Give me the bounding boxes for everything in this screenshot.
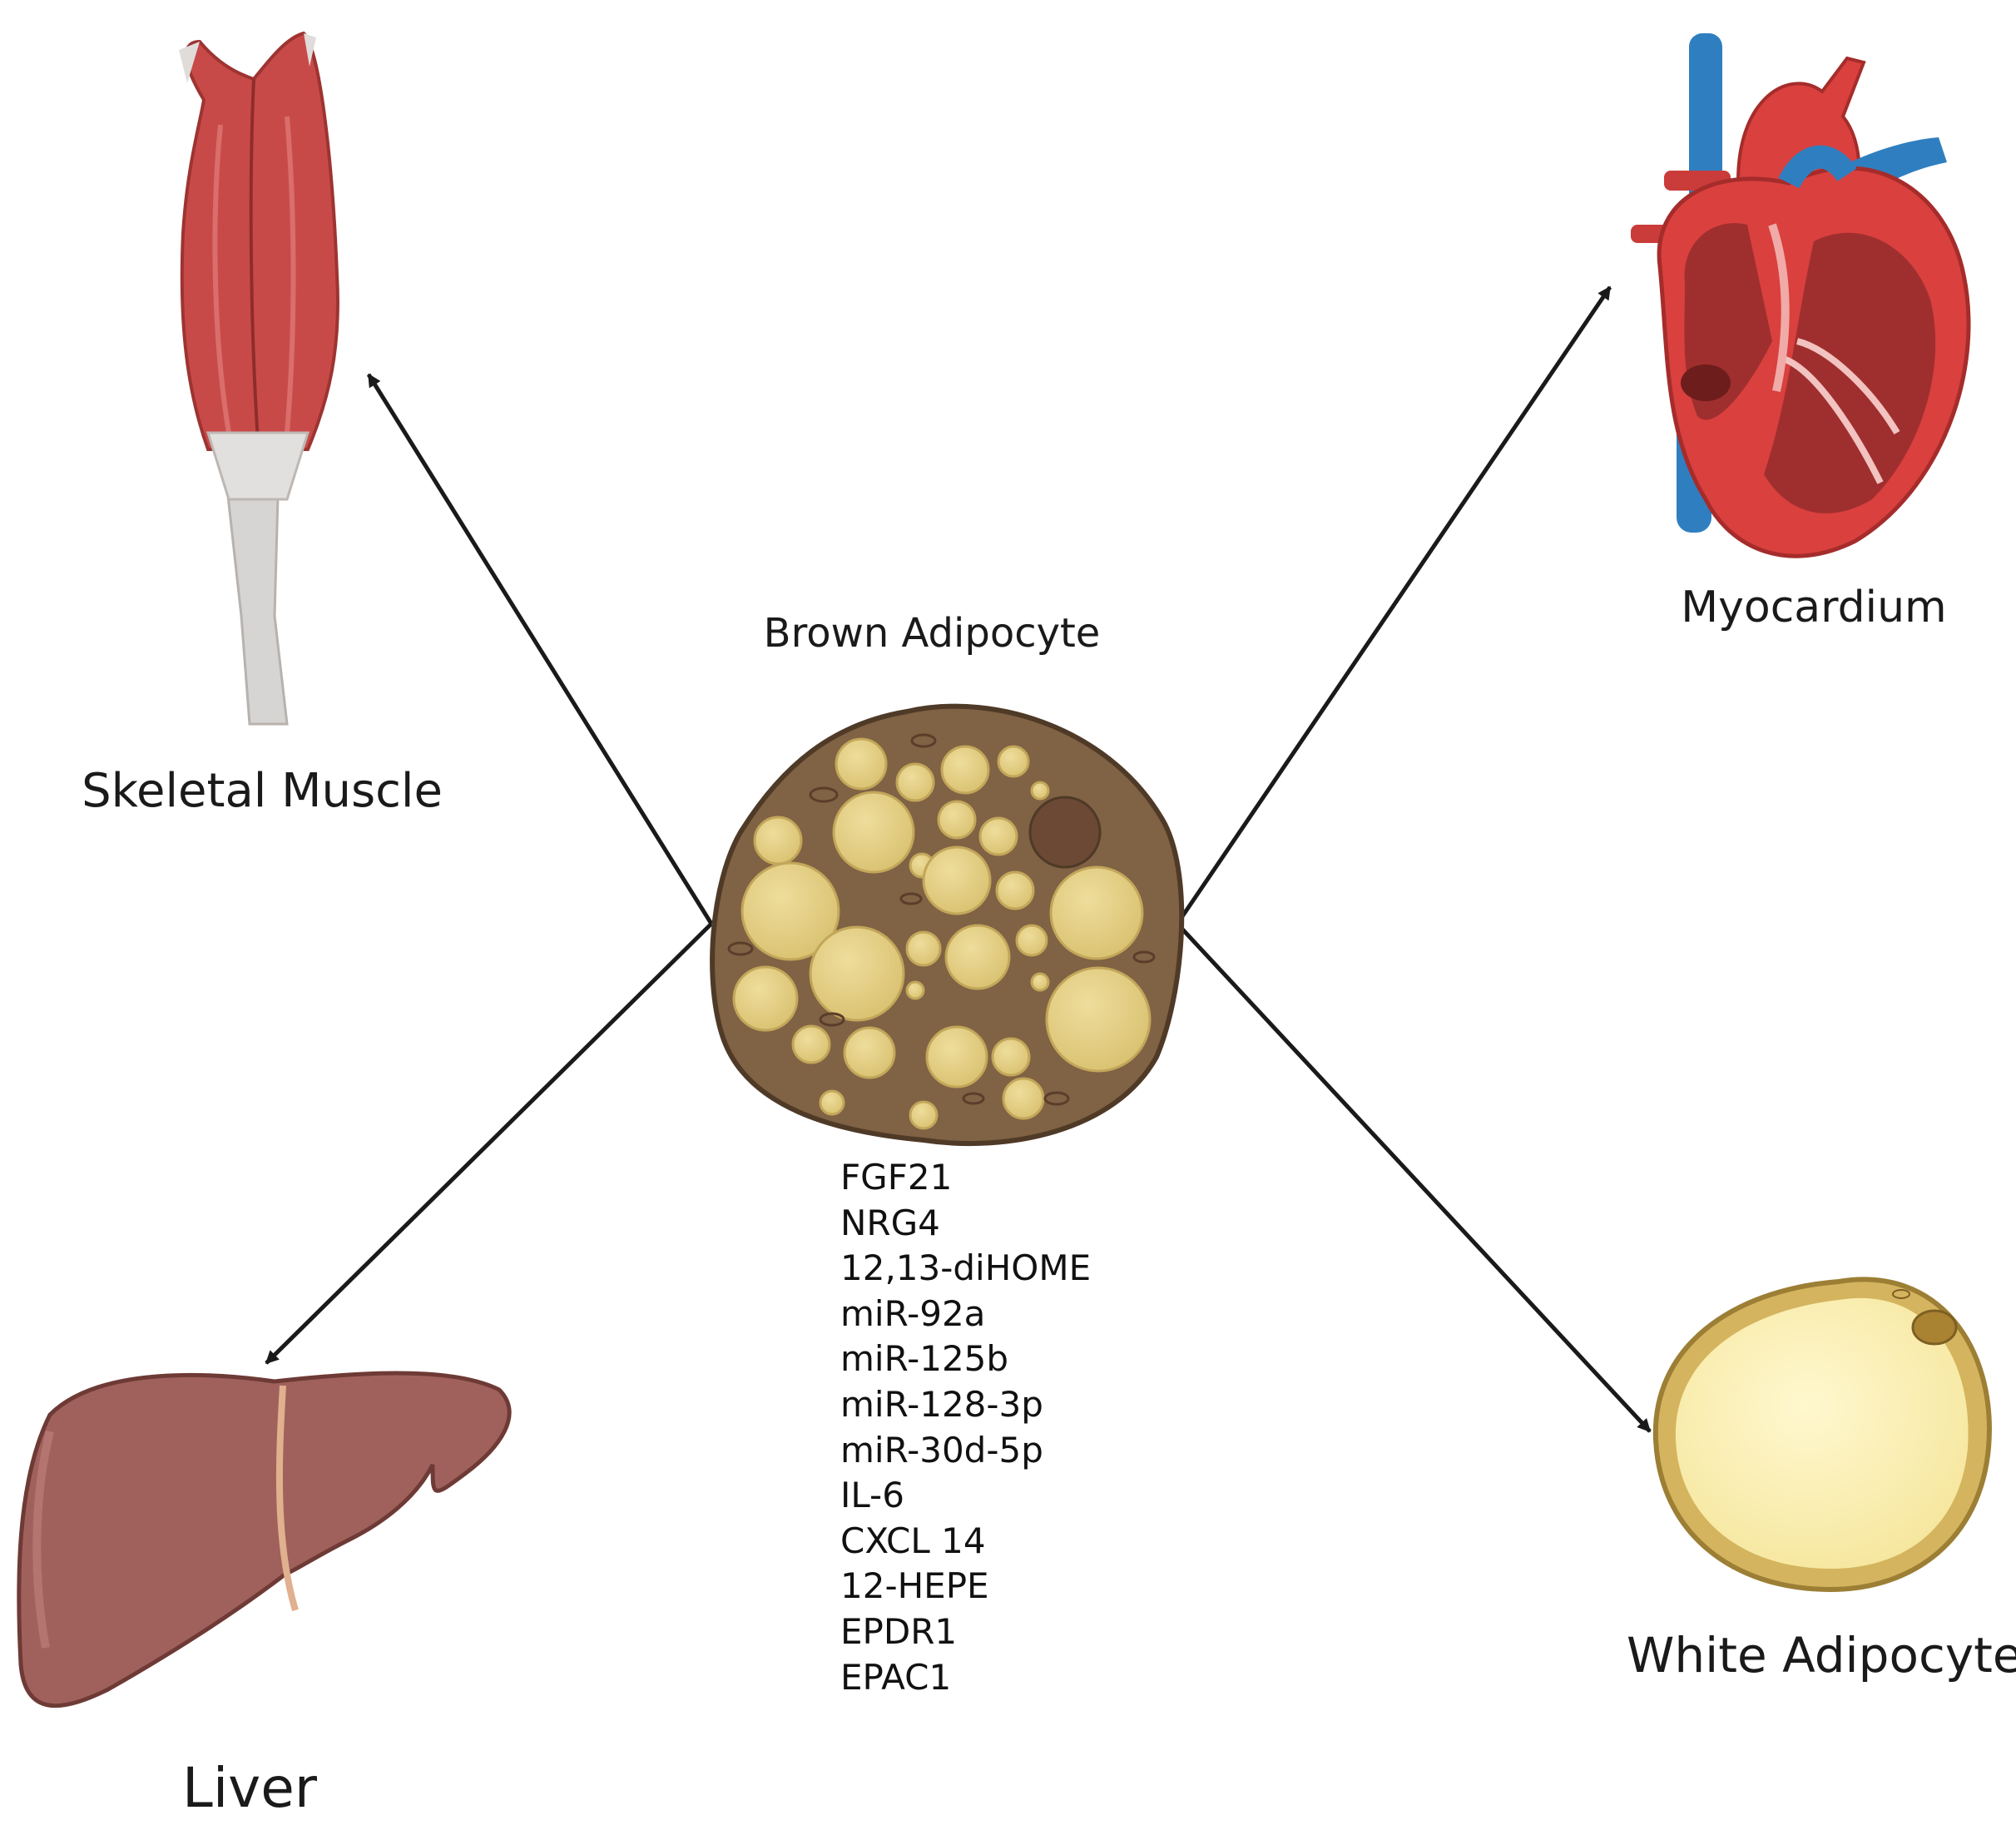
- liver-illustration: [17, 1371, 512, 1708]
- brown-adipocyte-label: Brown Adipocyte: [763, 610, 1101, 657]
- factor-item: CXCL 14: [840, 1520, 986, 1561]
- myocardium-label: Myocardium: [1681, 583, 1947, 632]
- white-adipocyte-label: White Adipocyte: [1627, 1627, 2016, 1684]
- arrow-to-myocardium: [1175, 285, 1612, 925]
- skeletal-muscle-label: Skeletal Muscle: [82, 764, 443, 818]
- arrows: [265, 285, 1652, 1433]
- arrow-to-skeletal-muscle: [366, 373, 714, 925]
- factor-item: EPAC1: [840, 1656, 952, 1698]
- arrow-to-white-adipocyte: [1176, 922, 1652, 1433]
- factor-item: 12-HEPE: [840, 1565, 989, 1607]
- factor-item: FGF21: [840, 1157, 953, 1198]
- heart-illustration: [1631, 33, 1971, 558]
- brown-adipocyte-illustration: [710, 703, 1185, 1147]
- liver-label: Liver: [182, 1756, 317, 1820]
- white-adipocyte-illustration: [1652, 1277, 1992, 1593]
- factor-item: miR-92a: [840, 1292, 986, 1334]
- factor-item: miR-30d-5p: [840, 1429, 1043, 1470]
- factor-item: miR-128-3p: [840, 1383, 1043, 1425]
- factor-item: NRG4: [840, 1202, 940, 1243]
- factor-item: EPDR1: [840, 1610, 958, 1652]
- skeletal-muscle-illustration: [179, 31, 339, 726]
- arrow-to-liver: [265, 922, 713, 1365]
- secreted-factor-list: FGF21 NRG4 12,13-diHOME miR-92a miR-125b…: [840, 1155, 1091, 1700]
- factor-item: IL-6: [840, 1475, 904, 1516]
- factor-item: miR-125b: [840, 1338, 1009, 1380]
- factor-item: 12,13-diHOME: [840, 1247, 1092, 1289]
